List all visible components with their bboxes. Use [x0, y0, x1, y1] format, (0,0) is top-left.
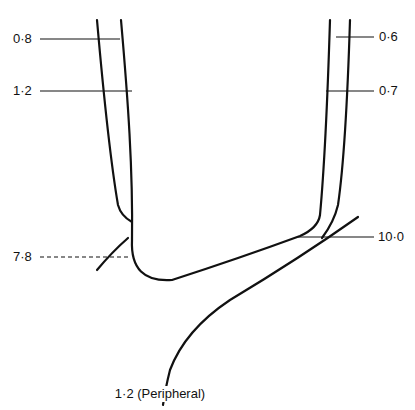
vessel-wall: [322, 20, 350, 238]
leader-line: [40, 38, 120, 39]
vessel-wall: [121, 20, 330, 280]
callout-number: 10·0: [377, 229, 405, 245]
leader-line: [40, 90, 132, 91]
callout-number: 0·7: [378, 83, 399, 99]
leader-line: [336, 36, 374, 37]
vessel-wall: [163, 217, 358, 405]
callout-number: 1·2: [12, 83, 33, 99]
vessel-wall: [97, 20, 132, 222]
vessel-wall: [97, 238, 128, 270]
callout-number: 7·8: [12, 249, 33, 265]
leader-line: [40, 256, 130, 257]
callout-number: 0·8: [12, 31, 33, 47]
vessel-label: 1·2 (Peripheral): [114, 386, 206, 402]
leader-line: [326, 90, 374, 91]
callout-number: 0·6: [378, 29, 399, 45]
leader-line: [298, 236, 374, 237]
